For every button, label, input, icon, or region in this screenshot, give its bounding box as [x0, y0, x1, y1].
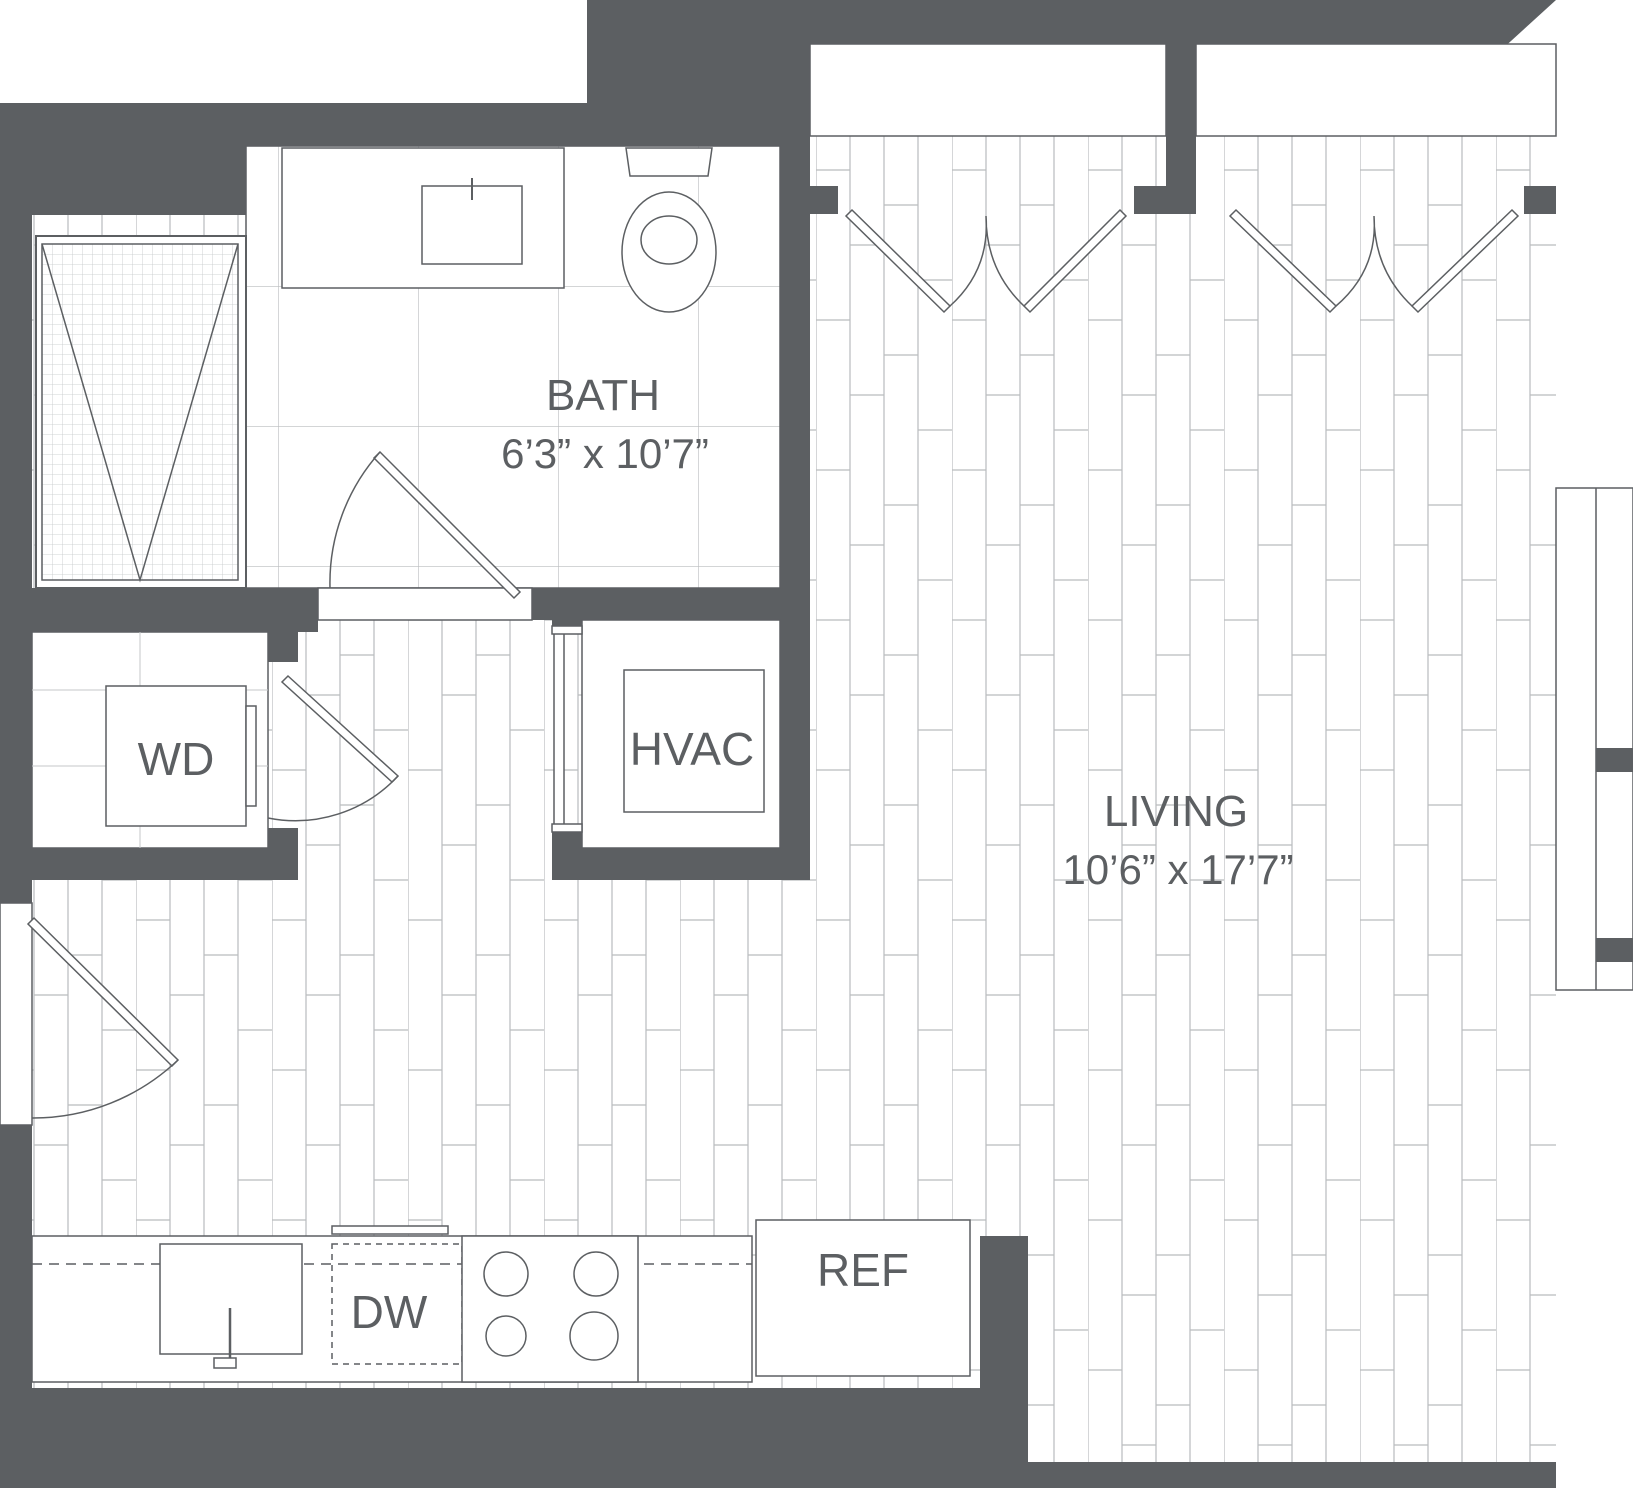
dishwasher-handle: [331, 1225, 449, 1235]
toilet-seat: [640, 215, 698, 265]
entry-door-frame: [0, 902, 33, 1126]
closet-shelf-b: [1195, 43, 1557, 137]
refrigerator-outline: [755, 1219, 971, 1377]
entry-door-swing: [31, 1059, 179, 1119]
closets: [809, 43, 1557, 314]
burner-top-left: [483, 1251, 529, 1297]
burner-bottom-left: [485, 1315, 527, 1357]
window-mullion-b: [1596, 938, 1633, 962]
hvac-door-jamb-bottom: [551, 823, 583, 833]
entry-door[interactable]: [0, 902, 180, 1126]
wall-bath-south-west: [32, 588, 318, 632]
closet-door-b-leaf-1: [1228, 208, 1338, 314]
closet-shelf-a: [809, 43, 1167, 137]
wall-wd-south: [32, 848, 298, 880]
shower-grid: [41, 243, 239, 581]
bath-door-threshold: [317, 587, 533, 621]
wall-hvac-south: [552, 848, 810, 880]
laundry-door[interactable]: [267, 674, 400, 822]
closet-door-a-swing: [949, 215, 1025, 307]
refrigerator-label: REF: [817, 1244, 909, 1296]
refrigerator: REF: [755, 1219, 971, 1377]
kitchen: DW REF: [31, 1219, 971, 1383]
window: [1555, 487, 1633, 991]
washer-dryer-door: [245, 705, 257, 807]
closet-door-b-swing: [1335, 215, 1413, 307]
hvac-closet: HVAC: [551, 619, 781, 849]
wall-bath-east: [780, 140, 810, 880]
wall-bath-south-east: [532, 588, 810, 620]
bath-room-name: BATH: [546, 371, 660, 420]
wall-wd-east: [268, 632, 298, 662]
burner-top-right: [573, 1251, 619, 1297]
wall-closet-south-b: [1134, 186, 1196, 214]
washer-dryer-label: WD: [138, 733, 215, 785]
wall-closet-south-a: [810, 186, 838, 214]
wall-west-lower: [0, 1125, 32, 1488]
hvac-door[interactable]: [551, 625, 583, 833]
range: [461, 1235, 639, 1383]
wall-closet-south-c: [1524, 186, 1556, 214]
hvac-door-leaf: [553, 631, 565, 829]
bath-room-dims: 6’3” x 10’7”: [501, 430, 709, 477]
partition-walls: [0, 44, 1556, 1488]
bathroom: BATH 6’3” x 10’7”: [35, 145, 781, 621]
bath-door[interactable]: [317, 450, 533, 621]
wall-closet-divider: [1166, 44, 1196, 214]
kitchen-faucet-handle: [213, 1357, 237, 1369]
laundry-closet: WD: [31, 631, 400, 849]
hvac-door-jamb-top: [551, 625, 583, 635]
hvac-unit: [623, 669, 765, 813]
closet-door-a-leaf-2: [1022, 208, 1128, 314]
toilet-tank: [625, 147, 713, 177]
living-room-name: LIVING: [1104, 787, 1248, 836]
washer-dryer: [105, 685, 247, 827]
closet-door-b[interactable]: [1228, 208, 1520, 314]
wall-kitchen-stub: [980, 1236, 1028, 1462]
toilet: [621, 147, 717, 313]
wall-hvac-west-lower: [552, 828, 582, 880]
dishwasher-label: DW: [351, 1286, 428, 1338]
wall-west-upper: [0, 103, 32, 903]
burner-bottom-right: [569, 1311, 619, 1361]
window-mullion-a: [1596, 748, 1633, 772]
closet-door-a[interactable]: [844, 208, 1128, 314]
closet-door-a-leaf-1: [844, 208, 952, 314]
shower-slope-lines: [41, 243, 239, 583]
laundry-door-swing: [267, 775, 399, 822]
closet-door-b-leaf-2: [1410, 208, 1520, 314]
bath-door-swing: [329, 451, 381, 589]
living-room-dims: 10’6” x 17’7”: [1062, 846, 1293, 893]
window-frame: [1555, 487, 1633, 991]
hvac-label: HVAC: [630, 723, 754, 775]
